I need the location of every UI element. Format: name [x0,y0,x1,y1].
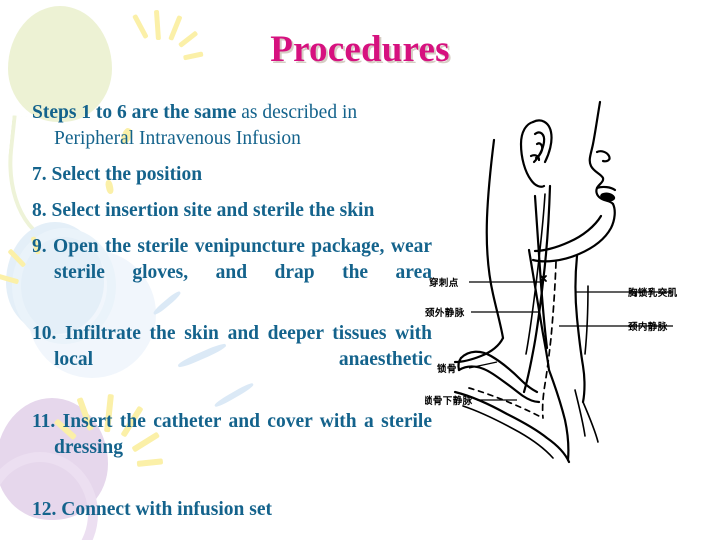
procedure-steps-list: Steps 1 to 6 are the same as described i… [32,100,432,533]
list-item-step-9: 9. Open the sterile venipuncture package… [32,235,432,283]
label-external-jugular-vein: 颈外静脉 [425,307,465,319]
neck-anatomy-figure: 穿刺点 颈外静脉 锁骨 锁骨下静脉 胸锁乳突肌 颈内静脉 [425,100,717,465]
steps-lead-rest: as described in Peripheral Intravenous I… [54,102,358,149]
page-title: Procedures [270,29,450,70]
label-clavicle: 锁骨 [437,363,457,375]
list-item-steps-1-to-6: Steps 1 to 6 are the same as described i… [32,100,432,152]
label-sternocleidomastoid: 胸锁乳突肌 [628,287,678,299]
label-puncture-point: 穿刺点 [429,277,459,289]
steps-lead-bold: Steps 1 to 6 are the same [32,102,237,123]
label-internal-jugular-vein: 颈内静脉 [627,321,668,333]
list-item-step-7: 7. Select the position [32,163,203,185]
list-item-step-12: 12. Connect with infusion set [32,498,272,520]
label-leader-lines [468,281,673,401]
list-item-step-10: 10. Infiltrate the skin and deeper tissu… [32,323,432,371]
list-item-step-8: 8. Select insertion site and sterile the… [32,199,375,221]
list-item-step-11: 11. Insert the catheter and cover with a… [32,411,432,459]
label-subclavian-vein: 锁骨下静脉 [425,395,473,407]
neck-anatomy-illustration: 穿刺点 颈外静脉 锁骨 锁骨下静脉 胸锁乳突肌 颈内静脉 [425,100,678,464]
